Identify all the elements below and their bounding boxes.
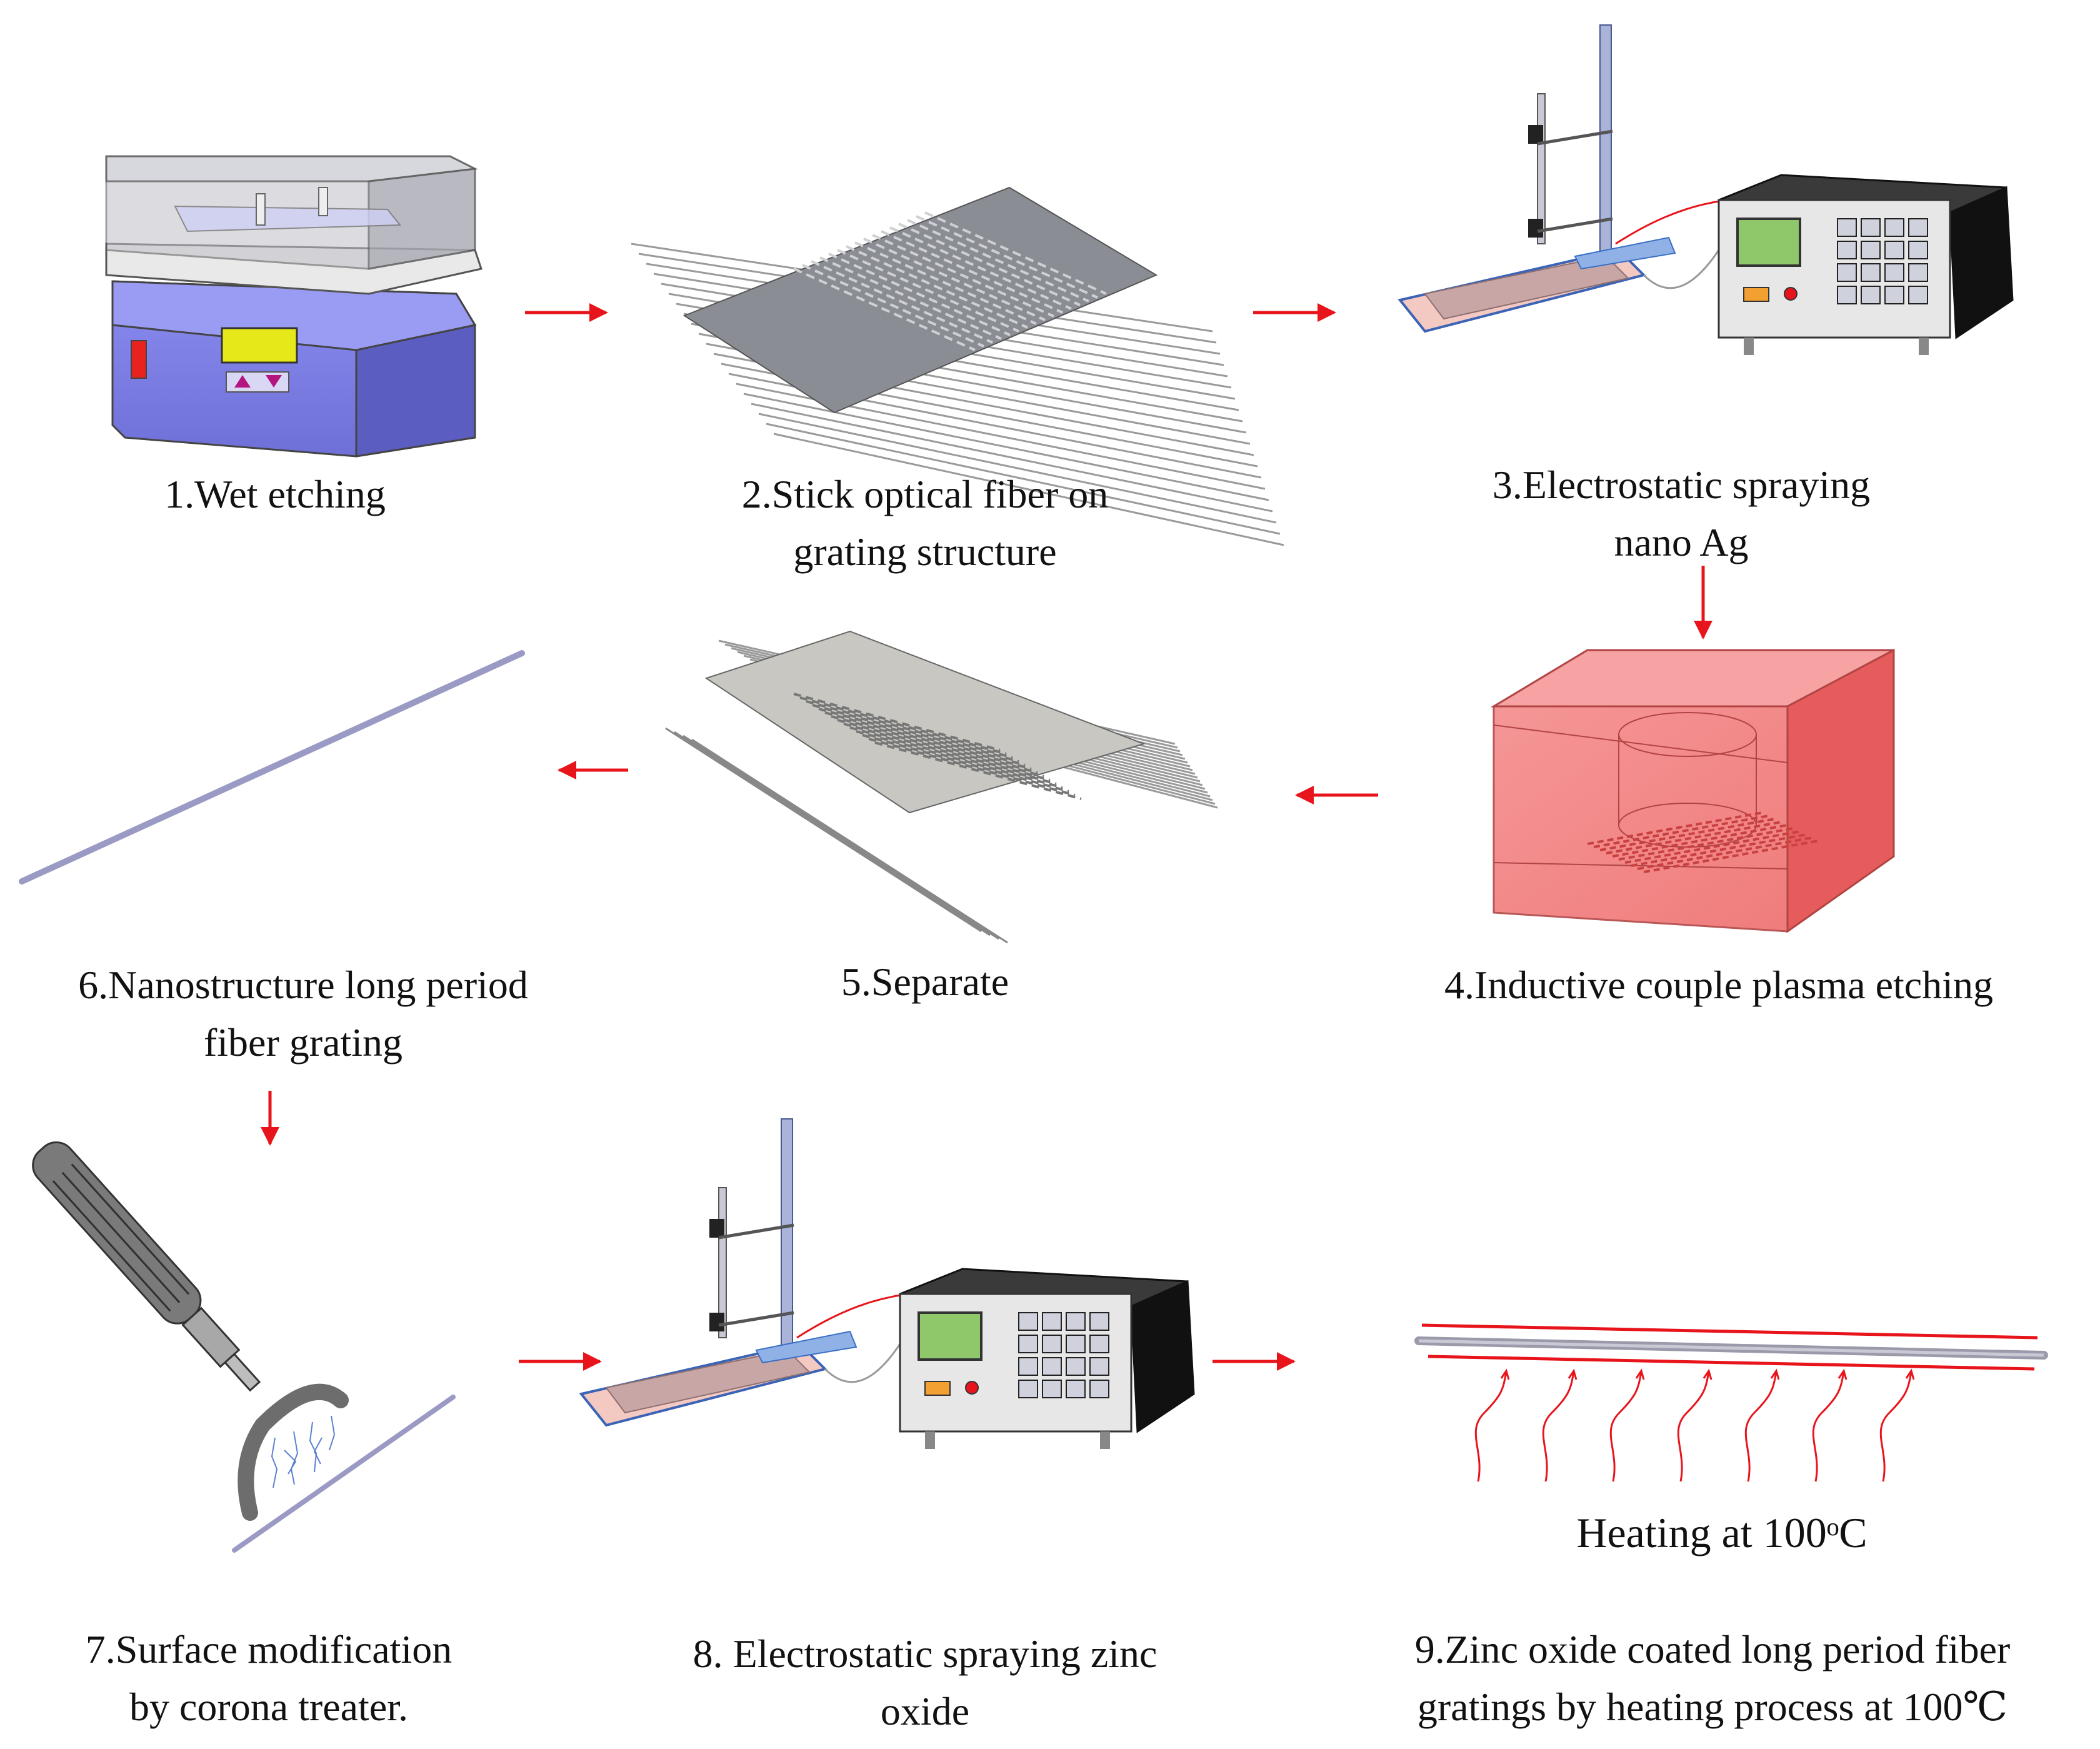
heat-wave [1474, 1371, 1508, 1482]
grating-slot [881, 230, 1063, 314]
heating-label: Heating at 100ᵒC [1576, 1509, 1867, 1556]
grating-slot [793, 693, 1001, 751]
wet-etching-apparatus [105, 155, 482, 458]
grating-slot [843, 723, 1051, 781]
grating-slot [874, 741, 1082, 800]
grating-slot [812, 704, 1019, 763]
heat-wave-tip [1770, 1368, 1780, 1380]
heat-wave [1677, 1371, 1710, 1482]
optical-fiber [758, 413, 1277, 524]
optical-fiber [773, 433, 1284, 546]
grating-slot [818, 708, 1026, 766]
heat-wave-tip [1635, 1368, 1645, 1380]
heat-wave [1879, 1371, 1912, 1482]
optical-fiber [766, 423, 1281, 535]
grating-slot [924, 211, 1107, 295]
heat-wave-tip [1905, 1368, 1915, 1380]
grating-slot [793, 268, 976, 351]
separated-fiber [665, 727, 982, 933]
heat-wave [1744, 1371, 1778, 1482]
grating-slot [824, 711, 1032, 770]
heating-fiber [1414, 1323, 2048, 1482]
separated-fiber [682, 734, 999, 940]
icp-etching-chamber [1490, 648, 1895, 933]
separated-fiber [691, 738, 1008, 944]
grating-slot [854, 241, 1037, 325]
optical-fiber [743, 393, 1269, 501]
grating-slot [799, 696, 1007, 755]
heat-wave-tip [1500, 1368, 1510, 1380]
heat-wave-tip [1838, 1368, 1848, 1380]
optical-fiber [751, 403, 1273, 513]
corona-treater [32, 1141, 456, 1553]
step-5-label: 5.Separate [841, 960, 1009, 1004]
long-period-fiber [19, 650, 525, 885]
grating-slot [828, 253, 1011, 336]
heat-wave [1812, 1371, 1845, 1482]
grating-slot [863, 238, 1046, 321]
grating-slot [856, 730, 1063, 789]
step-1-label: 1.Wet etching [164, 472, 386, 516]
step-4-label: 4.Inductive couple plasma etching [1444, 963, 1993, 1007]
fiber-grating-plate [631, 186, 1284, 546]
grating-slot [849, 726, 1057, 785]
heat-wave-tip [1702, 1368, 1712, 1380]
heat-wave [1542, 1371, 1575, 1482]
grating-slot [862, 734, 1069, 793]
grating-slot [811, 260, 993, 344]
grating-slot [846, 245, 1028, 329]
grating-slot [916, 215, 1098, 299]
grating-slot [819, 256, 1002, 340]
grating-slot [889, 226, 1072, 310]
grating-slot [802, 264, 984, 348]
grating-slot [831, 715, 1038, 774]
grating-slot [837, 249, 1019, 333]
separated-fiber [674, 731, 991, 936]
grating-slot [806, 700, 1013, 759]
heat-wave [1609, 1371, 1642, 1482]
electrostatic-sprayer-zno [579, 1118, 1195, 1449]
separated-fibers [665, 630, 1218, 944]
heat-wave-tip [1568, 1368, 1578, 1380]
grating-slot [907, 219, 1089, 303]
grating-slot [898, 223, 1081, 306]
grating-slot [837, 719, 1044, 778]
flow-arrows [261, 303, 1712, 1371]
electrostatic-sprayer-ag [1398, 24, 2014, 355]
grating-slot [868, 738, 1076, 796]
grating-slot [872, 234, 1054, 318]
